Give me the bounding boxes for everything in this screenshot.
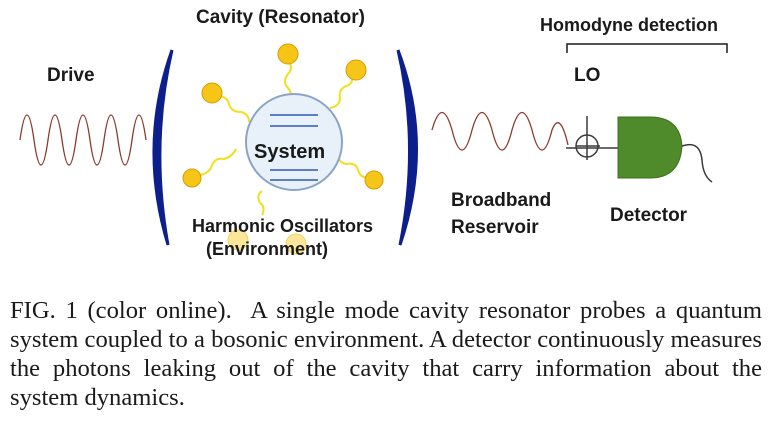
energy-levels — [270, 114, 318, 181]
caption-figure-label: FIG. 1 (color online). — [10, 297, 232, 324]
broadband-label-line2: Reservoir — [451, 217, 539, 238]
cavity-label: Cavity (Resonator) — [196, 7, 365, 28]
homodyne-bracket — [566, 43, 728, 53]
broadband-label-line1: Broadband — [451, 190, 551, 211]
detector-label: Detector — [610, 205, 688, 226]
oscillator-icon — [182, 168, 202, 188]
output-wave — [431, 111, 569, 151]
caption-text: A single mode cavity resonator probes a … — [10, 297, 762, 411]
system-label: System — [254, 141, 325, 163]
lo-label: LO — [574, 65, 600, 86]
oscillators-label-line2: (Environment) — [206, 239, 328, 259]
detector-icon — [617, 116, 683, 179]
cavity-diagram: Drive Cavity (Resonator) System Harmonic… — [19, 7, 728, 259]
oscillator-icon — [227, 229, 249, 251]
oscillator-icon — [285, 233, 307, 255]
oscillator-icon — [364, 170, 384, 190]
left-mirror-icon — [152, 49, 174, 246]
oscillator-icon — [201, 82, 223, 104]
drive-label: Drive — [47, 65, 95, 86]
detector-cable — [681, 143, 713, 183]
oscillator-balls — [182, 43, 384, 255]
oscillators-label-line1: Harmonic Oscillators — [192, 216, 373, 236]
oscillator-icon — [277, 43, 299, 65]
homodyne-label: Homodyne detection — [540, 15, 718, 35]
right-mirror-icon — [396, 49, 418, 246]
figure-caption: FIG. 1 (color online). A single mode cav… — [10, 296, 762, 412]
beam-splitter-icon — [575, 116, 600, 160]
oscillator-icon — [345, 59, 367, 81]
drive-wave — [19, 114, 147, 166]
system-sphere — [245, 93, 343, 191]
